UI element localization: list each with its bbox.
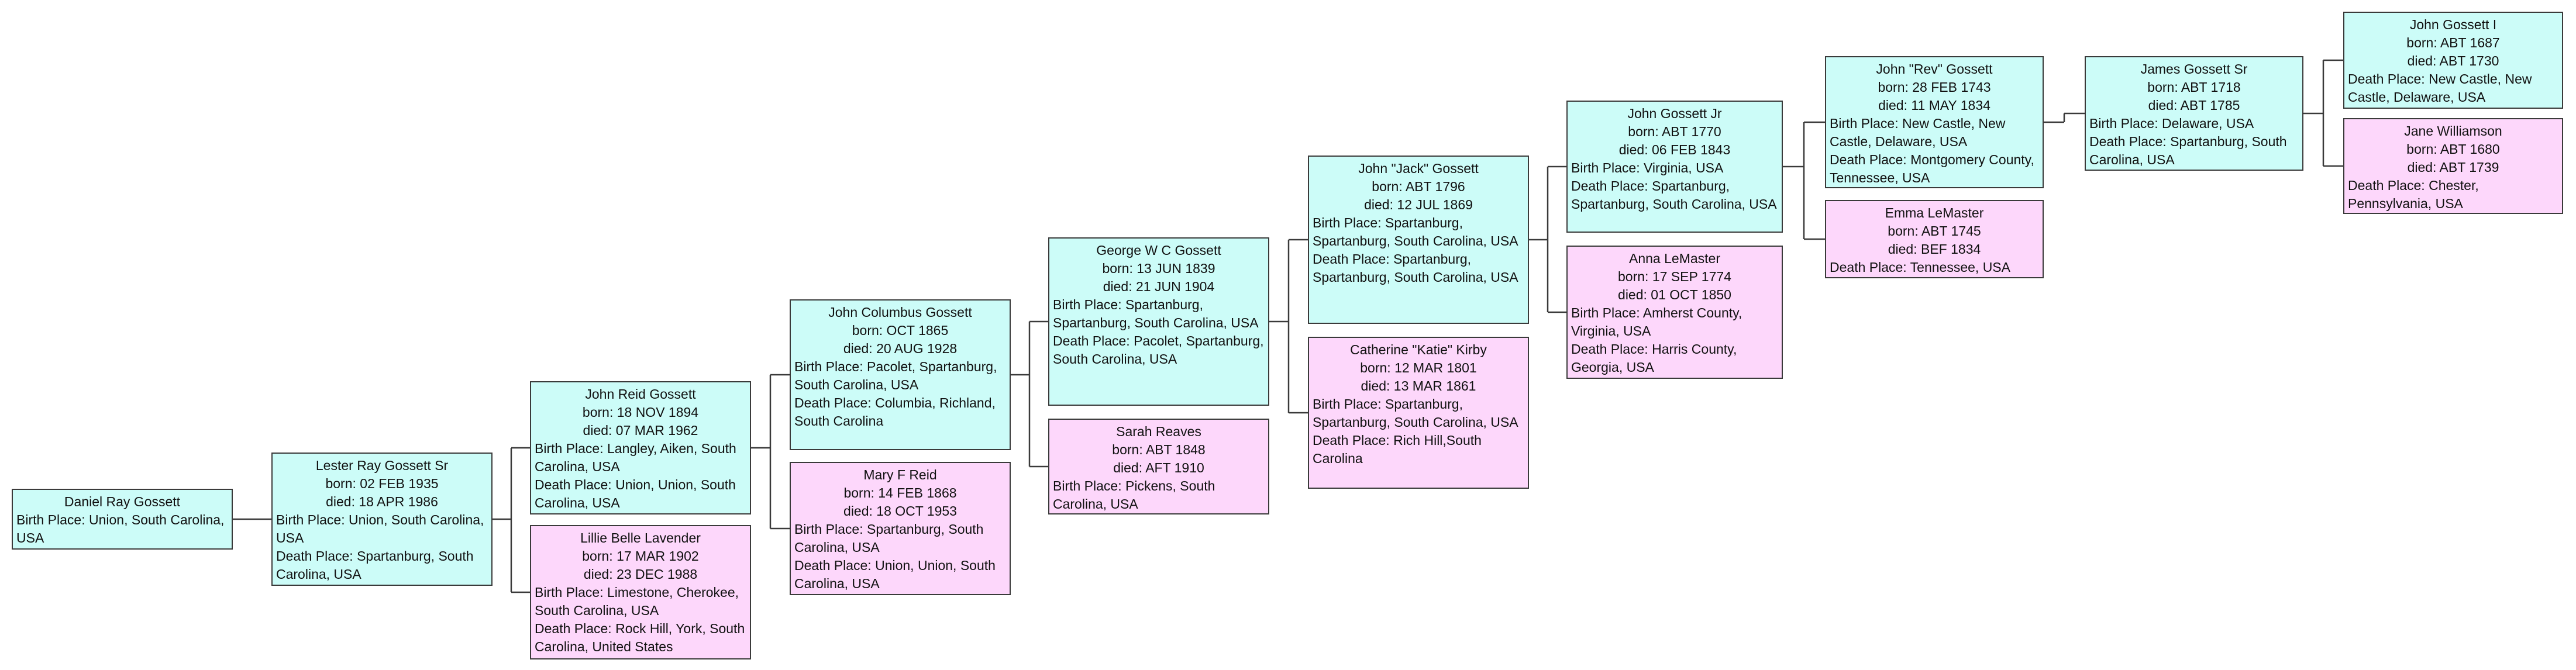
person-death-place: Death Place: Spartanburg, Spartanburg, S… bbox=[1313, 251, 1518, 285]
person-born: born: 17 SEP 1774 bbox=[1618, 269, 1731, 284]
person-box-emma-lemaster[interactable]: Emma LeMaster born: ABT 1745 died: BEF 1… bbox=[1825, 200, 2044, 278]
person-died: died: AFT 1910 bbox=[1113, 460, 1204, 475]
person-box-john-reid-gossett[interactable]: John Reid Gossett born: 18 NOV 1894 died… bbox=[530, 381, 751, 514]
person-box-jane-williamson[interactable]: Jane Williamson born: ABT 1680 died: ABT… bbox=[2343, 118, 2563, 214]
person-name: Lillie Belle Lavender bbox=[580, 530, 701, 545]
person-birth-place: Birth Place: Pacolet, Spartanburg, South… bbox=[794, 359, 997, 392]
person-born: born: ABT 1718 bbox=[2147, 80, 2241, 95]
person-name: John Gossett I bbox=[2409, 17, 2497, 32]
person-birth-place: Birth Place: Union, South Carolina, USA bbox=[16, 512, 225, 545]
person-died: died: BEF 1834 bbox=[1888, 241, 1981, 257]
person-birth-place: Birth Place: Delaware, USA bbox=[2089, 116, 2254, 131]
person-box-catherine-katie-kirby[interactable]: Catherine "Katie" Kirby born: 12 MAR 180… bbox=[1308, 337, 1529, 489]
person-birth-place: Birth Place: Union, South Carolina, USA bbox=[276, 512, 484, 545]
person-born: born: 13 JUN 1839 bbox=[1102, 261, 1215, 276]
person-death-place: Death Place: Columbia, Richland, South C… bbox=[794, 395, 996, 429]
person-death-place: Death Place: Tennessee, USA bbox=[1830, 260, 2010, 275]
person-born: born: 14 FEB 1868 bbox=[843, 485, 957, 500]
person-born: born: 02 FEB 1935 bbox=[325, 476, 439, 491]
person-birth-place: Birth Place: New Castle, New Castle, Del… bbox=[1830, 116, 2006, 149]
person-box-lillie-belle-lavender[interactable]: Lillie Belle Lavender born: 17 MAR 1902 … bbox=[530, 525, 751, 659]
person-name: John Columbus Gossett bbox=[828, 305, 972, 320]
person-box-george-w-c-gossett[interactable]: George W C Gossett born: 13 JUN 1839 die… bbox=[1048, 237, 1269, 406]
person-born: born: OCT 1865 bbox=[852, 323, 949, 338]
person-died: died: 01 OCT 1850 bbox=[1618, 287, 1731, 302]
person-death-place: Death Place: Rich Hill,South Carolina bbox=[1313, 433, 1482, 466]
person-name: Lester Ray Gossett Sr bbox=[315, 458, 449, 473]
person-death-place: Death Place: Spartanburg, South Carolina… bbox=[2089, 134, 2287, 167]
person-death-place: Death Place: Pacolet, Spartanburg, South… bbox=[1053, 333, 1264, 367]
person-died: died: 23 DEC 1988 bbox=[583, 567, 698, 582]
person-died: died: 06 FEB 1843 bbox=[1618, 142, 1731, 157]
person-died: died: 21 JUN 1904 bbox=[1103, 279, 1215, 294]
person-died: died: ABT 1785 bbox=[2148, 98, 2240, 113]
person-birth-place: Birth Place: Spartanburg, Spartanburg, S… bbox=[1313, 215, 1518, 248]
person-died: died: 18 OCT 1953 bbox=[843, 503, 957, 519]
person-born: born: 12 MAR 1801 bbox=[1360, 360, 1477, 375]
person-died: died: ABT 1739 bbox=[2407, 160, 2499, 175]
person-box-sarah-reaves[interactable]: Sarah Reaves born: ABT 1848 died: AFT 19… bbox=[1048, 419, 1269, 514]
person-died: died: 20 AUG 1928 bbox=[843, 341, 958, 356]
person-born: born: ABT 1745 bbox=[1888, 223, 1981, 239]
person-box-john-jack-gossett[interactable]: John "Jack" Gossett born: ABT 1796 died:… bbox=[1308, 156, 1529, 324]
person-born: born: 28 FEB 1743 bbox=[1878, 80, 1991, 95]
person-died: died: 07 MAR 1962 bbox=[583, 423, 698, 438]
person-death-place: Death Place: Spartanburg, Spartanburg, S… bbox=[1571, 178, 1777, 212]
person-died: died: 11 MAY 1834 bbox=[1878, 98, 1990, 113]
person-birth-place: Birth Place: Amherst County, Virginia, U… bbox=[1571, 305, 1742, 339]
person-birth-place: Birth Place: Spartanburg, Spartanburg, S… bbox=[1313, 396, 1518, 430]
person-death-place: Death Place: Harris County, Georgia, USA bbox=[1571, 341, 1737, 375]
person-box-anna-lemaster[interactable]: Anna LeMaster born: 17 SEP 1774 died: 01… bbox=[1566, 246, 1783, 379]
person-name: Jane Williamson bbox=[2404, 123, 2502, 139]
person-name: Emma LeMaster bbox=[1885, 205, 1984, 220]
person-box-john-rev-gossett[interactable]: John "Rev" Gossett born: 28 FEB 1743 die… bbox=[1825, 56, 2044, 188]
person-name: Mary F Reid bbox=[863, 467, 937, 482]
person-birth-place: Birth Place: Langley, Aiken, South Carol… bbox=[535, 441, 736, 474]
person-birth-place: Birth Place: Spartanburg, South Carolina… bbox=[794, 522, 984, 555]
person-box-mary-f-reid[interactable]: Mary F Reid born: 14 FEB 1868 died: 18 O… bbox=[790, 462, 1011, 595]
person-death-place: Death Place: Spartanburg, South Carolina… bbox=[276, 548, 474, 582]
person-born: born: 17 MAR 1902 bbox=[582, 548, 699, 564]
person-box-lester-ray-gossett-sr[interactable]: Lester Ray Gossett Sr born: 02 FEB 1935 … bbox=[271, 453, 493, 586]
person-died: died: 12 JUL 1869 bbox=[1364, 197, 1473, 212]
person-died: died: 18 APR 1986 bbox=[326, 494, 438, 509]
person-born: born: ABT 1796 bbox=[1372, 179, 1465, 194]
person-box-daniel-ray-gossett[interactable]: Daniel Ray Gossett Birth Place: Union, S… bbox=[12, 489, 233, 550]
person-born: born: ABT 1770 bbox=[1628, 124, 1721, 139]
person-box-john-columbus-gossett[interactable]: John Columbus Gossett born: OCT 1865 die… bbox=[790, 299, 1011, 450]
person-birth-place: Birth Place: Pickens, South Carolina, US… bbox=[1053, 478, 1215, 512]
person-name: James Gossett Sr bbox=[2140, 61, 2248, 77]
person-name: John Reid Gossett bbox=[585, 386, 696, 402]
person-name: Sarah Reaves bbox=[1116, 424, 1201, 439]
person-name: John Gossett Jr bbox=[1627, 106, 1722, 121]
person-death-place: Death Place: Union, Union, South Carolin… bbox=[535, 477, 736, 510]
person-death-place: Death Place: Montgomery County, Tennesse… bbox=[1830, 152, 2034, 185]
person-name: John "Jack" Gossett bbox=[1358, 161, 1479, 176]
person-birth-place: Birth Place: Spartanburg, Spartanburg, S… bbox=[1053, 297, 1259, 330]
person-name: Catherine "Katie" Kirby bbox=[1350, 342, 1487, 357]
person-death-place: Death Place: Rock Hill, York, South Caro… bbox=[535, 621, 745, 654]
person-birth-place: Birth Place: Limestone, Cherokee, South … bbox=[535, 585, 739, 618]
person-death-place: Death Place: Union, Union, South Carolin… bbox=[794, 558, 996, 591]
person-birth-place: Birth Place: Virginia, USA bbox=[1571, 160, 1724, 175]
person-name: Anna LeMaster bbox=[1629, 251, 1720, 266]
person-born: born: 18 NOV 1894 bbox=[582, 405, 699, 420]
person-died: died: 13 MAR 1861 bbox=[1361, 378, 1476, 393]
person-name: George W C Gossett bbox=[1096, 243, 1221, 258]
person-name: Daniel Ray Gossett bbox=[64, 494, 181, 509]
person-name: John "Rev" Gossett bbox=[1876, 61, 1993, 77]
person-died: died: ABT 1730 bbox=[2407, 53, 2499, 68]
person-box-james-gossett-sr[interactable]: James Gossett Sr born: ABT 1718 died: AB… bbox=[2085, 56, 2303, 171]
person-death-place: Death Place: New Castle, New Castle, Del… bbox=[2348, 71, 2532, 105]
person-box-john-gossett-i[interactable]: John Gossett I born: ABT 1687 died: ABT … bbox=[2343, 12, 2563, 109]
person-death-place: Death Place: Chester, Pennsylvania, USA bbox=[2348, 178, 2479, 211]
person-born: born: ABT 1848 bbox=[1112, 442, 1206, 457]
person-box-john-gossett-jr[interactable]: John Gossett Jr born: ABT 1770 died: 06 … bbox=[1566, 101, 1783, 233]
person-born: born: ABT 1687 bbox=[2406, 35, 2500, 50]
person-born: born: ABT 1680 bbox=[2406, 141, 2500, 157]
